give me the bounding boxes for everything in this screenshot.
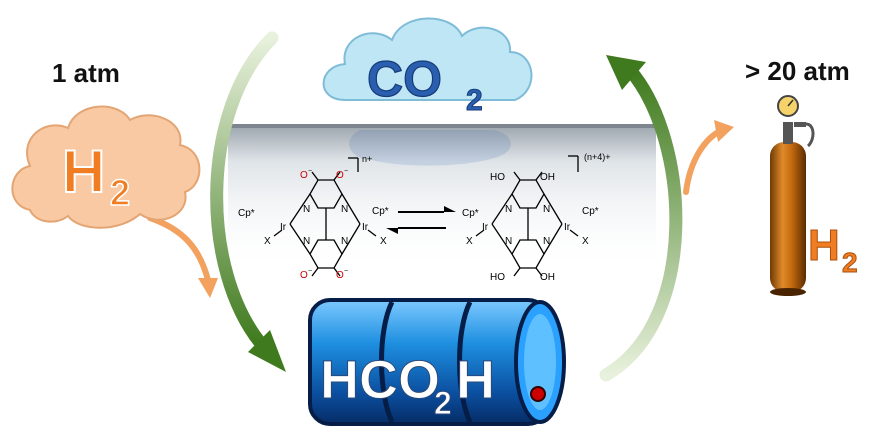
h2-left-subscript: 2 (110, 172, 130, 213)
n-4: N (341, 236, 348, 247)
formic-acid-drum: HCO 2 H (308, 298, 566, 426)
x-left-1: X (264, 236, 271, 247)
oxide-top-right: O (336, 170, 344, 181)
hydroxy-top-left: HO (490, 172, 505, 183)
ir-left-1: Ir (280, 222, 287, 233)
iridium-complex-protonated: HO OH HO OH N N N N Ir Ir Cp* Cp* X X (n… (462, 152, 611, 283)
n-3: N (303, 236, 310, 247)
co2-subscript: 2 (466, 84, 483, 117)
co2-reflection (349, 130, 511, 166)
h2-right-subscript: 2 (842, 247, 858, 278)
high-pressure-label: > 20 atm (745, 56, 850, 86)
green-arrow-right (599, 63, 683, 382)
neg-3: − (308, 268, 312, 275)
ir-left-2: Ir (482, 222, 489, 233)
n-1: N (303, 204, 310, 215)
oxide-top-left: O (300, 170, 308, 181)
neg-1: − (308, 168, 312, 175)
n-6: N (543, 204, 550, 215)
co2-text: CO (367, 51, 442, 107)
orange-arrow-left (147, 215, 211, 283)
oxide-bot-right: O (336, 270, 344, 281)
hydroxy-bot-right: OH (540, 272, 555, 283)
hydroxy-top-right: OH (540, 172, 555, 183)
ir-right-1: Ir (362, 222, 369, 233)
charge-right: (n+4)+ (584, 152, 611, 162)
x-left-2: X (466, 236, 473, 247)
n-8: N (543, 236, 550, 247)
hydroxy-bot-left: HO (490, 272, 505, 283)
formic-subscript: 2 (434, 385, 452, 421)
cp-right-1: Cp* (372, 206, 389, 217)
ir-right-2: Ir (564, 222, 571, 233)
h2-left-text: H (62, 138, 105, 205)
n-5: N (505, 204, 512, 215)
iridium-complex-deprotonated: O O O O − − − − N N N N Ir Ir Cp* Cp* X … (238, 154, 389, 281)
cp-left-1: Cp* (238, 208, 255, 219)
orange-arrow-right (683, 127, 725, 195)
low-pressure-label: 1 atm (52, 58, 120, 88)
orange-arrowhead-left (198, 278, 218, 298)
orange-arrowhead-right (714, 120, 734, 142)
green-arrowhead-left (248, 330, 286, 372)
drum-cap-icon (530, 386, 546, 402)
co2-cloud: CO 2 (322, 17, 533, 118)
formic-text-a: HCO (320, 350, 440, 410)
formic-text-b: H (456, 350, 495, 410)
charge-left: n+ (362, 154, 372, 164)
n-7: N (505, 236, 512, 247)
equilibrium-arrows (386, 206, 456, 234)
cp-right-2: Cp* (582, 206, 599, 217)
gas-cylinder (770, 95, 815, 296)
h2-right-text: H (808, 221, 840, 270)
neg-2: − (344, 168, 348, 175)
neg-4: − (344, 268, 348, 275)
green-arrow-left (210, 31, 279, 352)
water-surface (228, 124, 656, 274)
x-right-2: X (582, 236, 589, 247)
n-2: N (341, 204, 348, 215)
water-line (228, 124, 656, 128)
h2-cloud-left: H 2 (11, 105, 201, 229)
cp-left-2: Cp* (462, 208, 479, 219)
oxide-bot-left: O (300, 270, 308, 281)
green-arrowhead-right (606, 55, 646, 90)
x-right-1: X (380, 236, 387, 247)
